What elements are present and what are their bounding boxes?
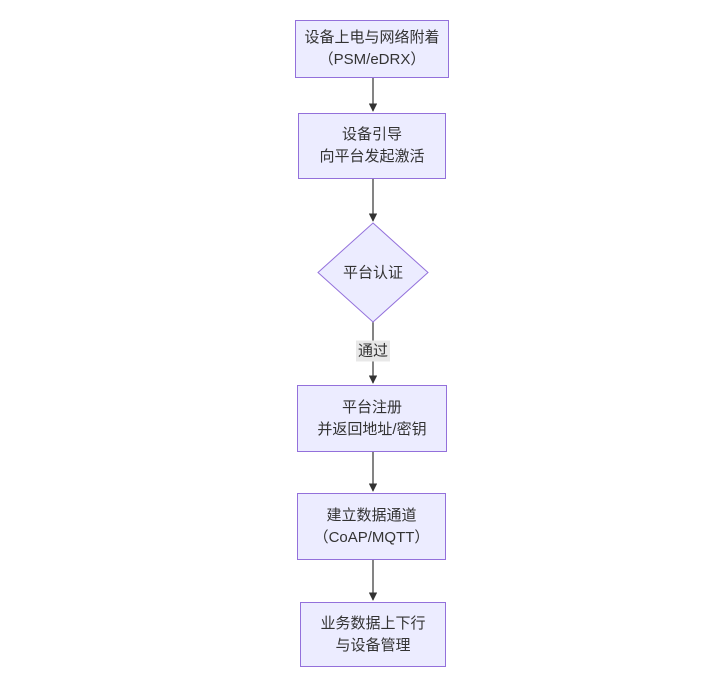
- node-bootstrap: 设备引导 向平台发起激活: [298, 113, 446, 179]
- node-register-line2: 并返回地址/密钥: [317, 420, 427, 438]
- node-channel-line2: （CoAP/MQTT）: [313, 528, 430, 546]
- node-business-line2: 与设备管理: [335, 636, 411, 654]
- node-channel-line1: 建立数据通道: [326, 506, 417, 524]
- node-bootstrap-line1: 设备引导: [341, 126, 402, 143]
- node-power-attach-line2: （PSM/eDRX）: [318, 51, 426, 68]
- node-bootstrap-line2: 向平台发起激活: [319, 148, 425, 165]
- node-register: 平台注册 并返回地址/密钥: [297, 385, 447, 452]
- node-channel: 建立数据通道 （CoAP/MQTT）: [297, 493, 446, 560]
- node-business-line1: 业务数据上下行: [320, 614, 426, 632]
- node-business: 业务数据上下行 与设备管理: [300, 602, 446, 667]
- node-auth-label: 平台认证: [342, 264, 404, 282]
- node-power-attach-line1: 设备上电与网络附着: [304, 29, 440, 46]
- node-register-line1: 平台注册: [341, 398, 402, 416]
- node-power-attach: 设备上电与网络附着 （PSM/eDRX）: [295, 20, 449, 78]
- decision-diamond-shape: [317, 222, 429, 323]
- edge-label-pass: 通过: [355, 340, 391, 362]
